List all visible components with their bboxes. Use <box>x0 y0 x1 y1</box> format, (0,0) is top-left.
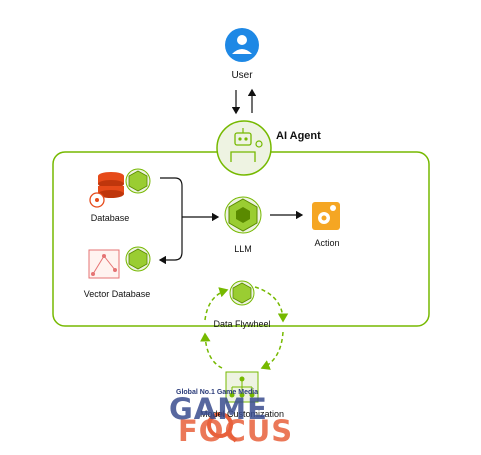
model-customization-icon <box>225 371 259 403</box>
flywheel-arc-top-right <box>254 286 289 323</box>
flywheel-arc-bottom-left <box>200 332 223 369</box>
database-icon <box>89 172 124 208</box>
action-label: Action <box>314 238 340 248</box>
llm-label: LLM <box>234 244 252 254</box>
model-customization-label: Model Customization <box>199 409 285 419</box>
user-label: User <box>231 70 253 81</box>
ai-agent-label: AI Agent <box>276 130 321 142</box>
ai-agent-robot-icon <box>216 120 272 176</box>
vector-database-icon <box>88 249 120 279</box>
data-flywheel-icon <box>229 280 255 306</box>
database-label: Database <box>90 213 130 223</box>
watermark-tagline: Global No.1 Game Media <box>176 389 259 396</box>
watermark-magnifier-icon <box>207 412 238 443</box>
watermark-game-text: GAME <box>169 392 268 426</box>
llm-icon <box>224 196 262 234</box>
watermark-focus-text: FOCUS <box>178 414 294 448</box>
user-icon <box>225 28 259 62</box>
flywheel-arc-top-left <box>204 287 229 321</box>
vector-database-nim-cube-icon <box>125 246 151 272</box>
action-gear-icon <box>312 202 340 230</box>
database-nim-cube-icon <box>125 168 151 194</box>
data-flywheel-label: Data Flywheel <box>213 319 271 329</box>
flywheel-arc-bottom-right <box>260 331 284 370</box>
vector-database-label: Vector Database <box>83 289 151 299</box>
database-to-llm-connector <box>158 177 183 265</box>
